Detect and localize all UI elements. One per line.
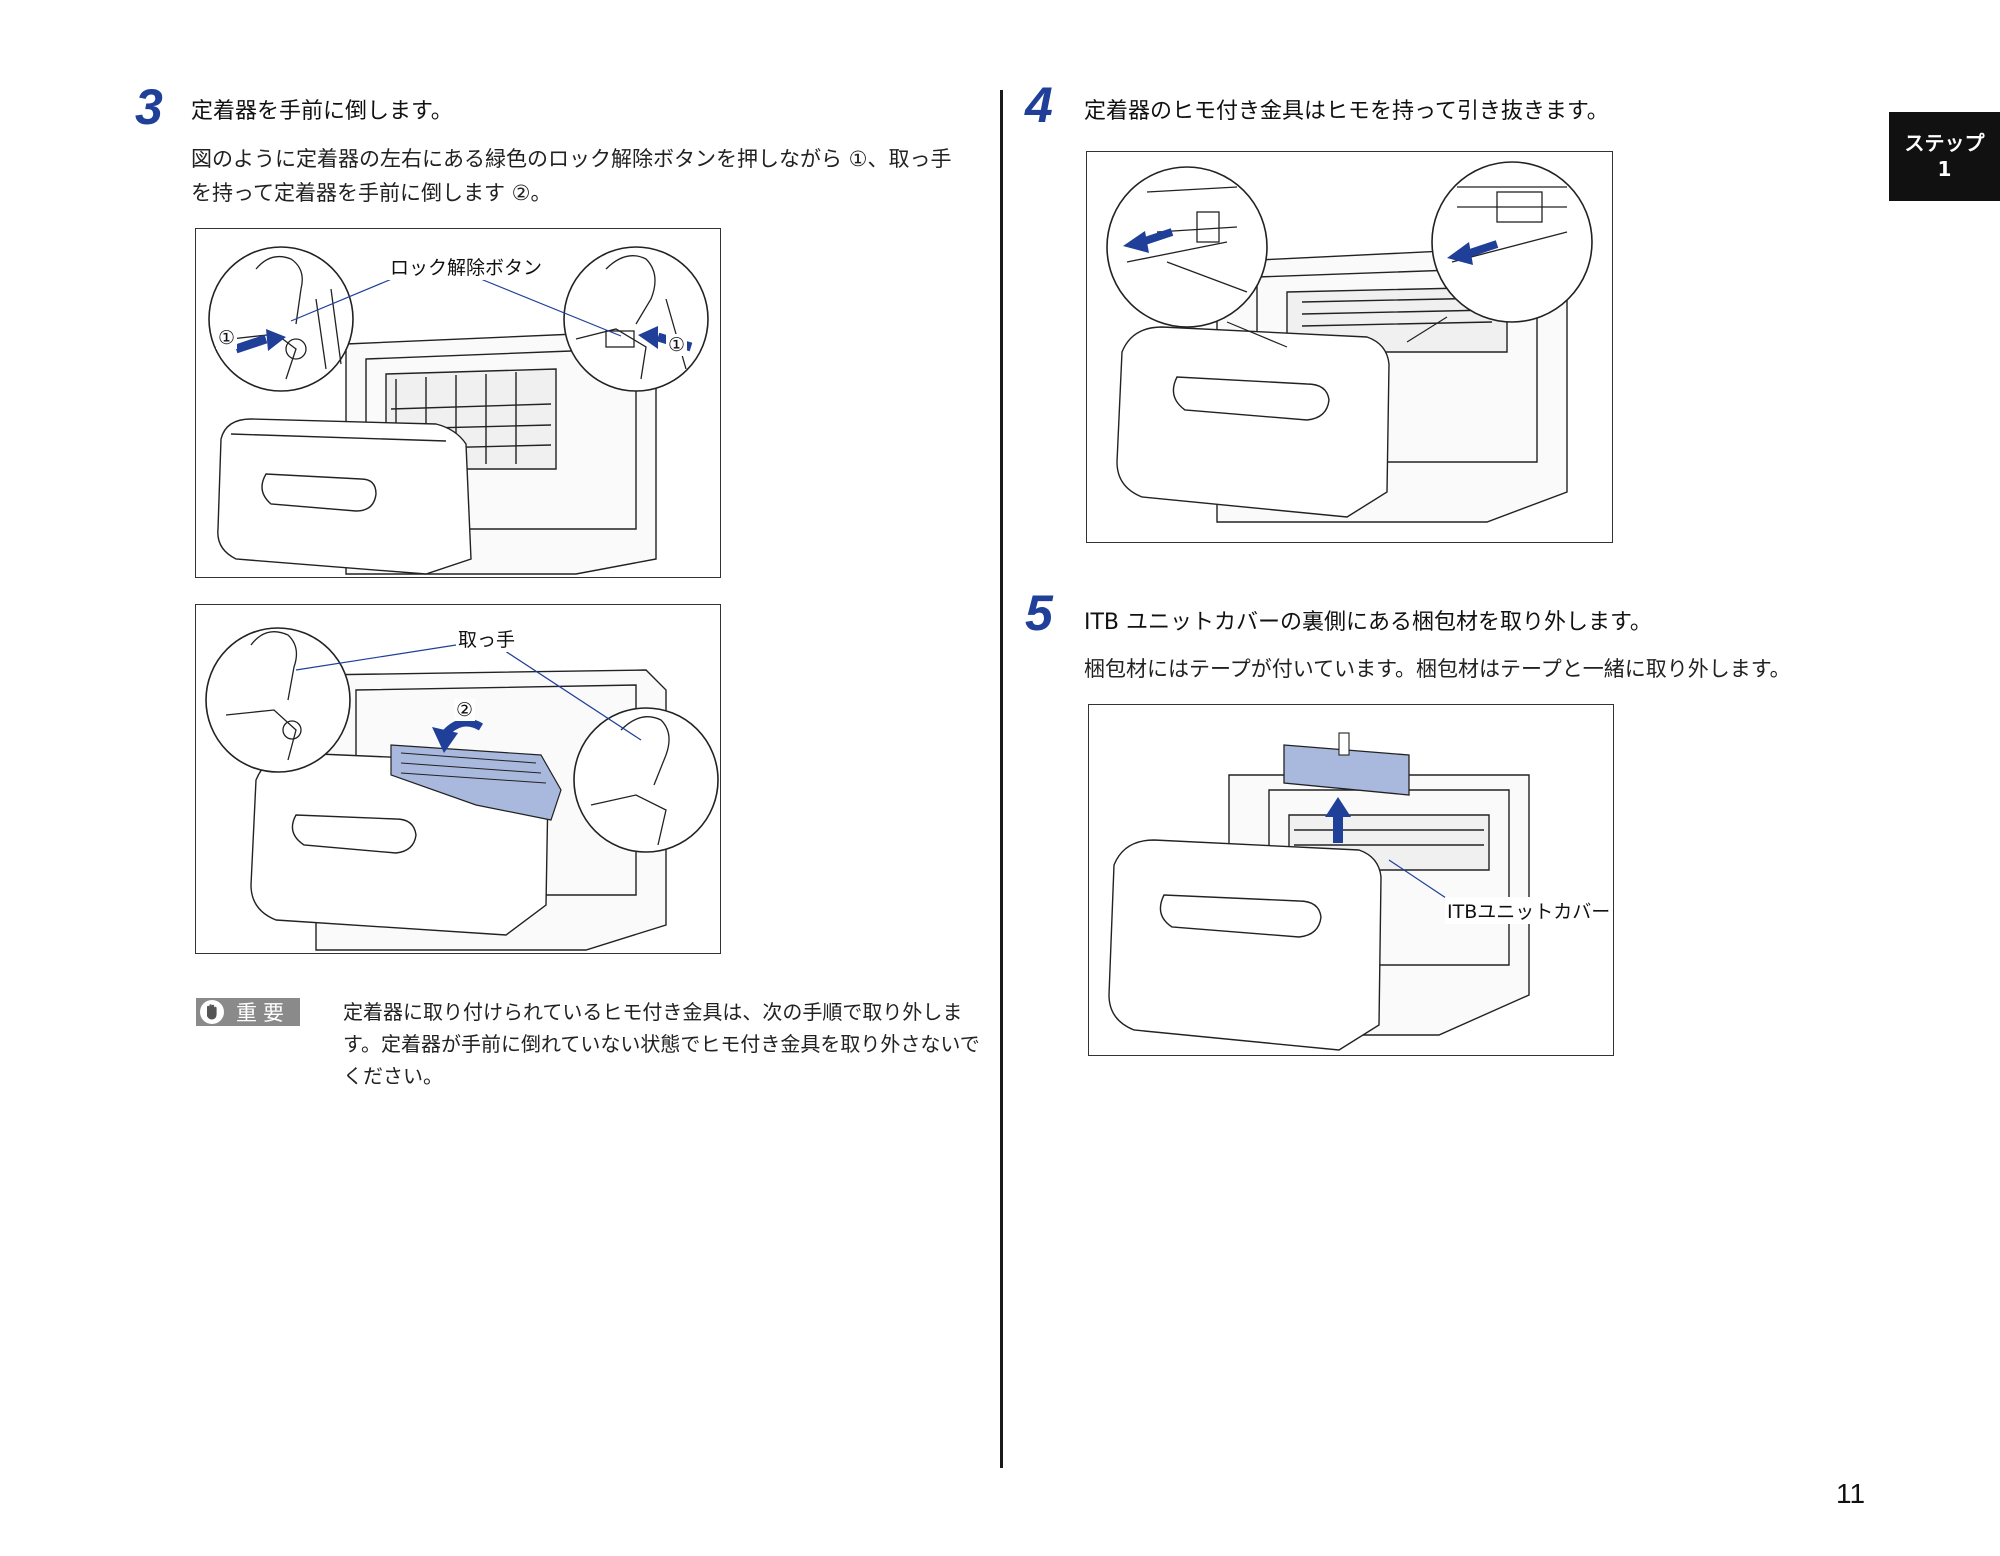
step-5-title: ITB ユニットカバーの裏側にある梱包材を取り外します。	[1084, 610, 1652, 635]
printer-illustration-2	[205, 627, 719, 951]
circle-number-1-left: ①	[216, 327, 238, 349]
itb-unit-cover-label: ITBユニットカバー	[1445, 897, 1613, 924]
step-3-line-1: 図のように定着器の左右にある緑色のロック解除ボタンを押しながら ①、取っ手	[191, 147, 952, 171]
step-tab-number: 1	[1937, 157, 1952, 181]
step-3-title: 定着器を手前に倒します。	[191, 99, 453, 124]
step-3-line-2: を持って定着器を手前に倒します ②。	[191, 181, 552, 205]
important-line-1: 定着器に取り付けられているヒモ付き金具は、次の手順で取り外しま	[343, 1000, 963, 1024]
printer-illustration-4	[1108, 732, 1530, 1051]
step-tab: ステップ 1	[1889, 112, 2000, 201]
important-line-2: す。定着器が手前に倒れていない状態でヒモ付き金具を取り外さないで	[343, 1032, 980, 1056]
figure-lock-release: ロック解除ボタン ① ①	[195, 228, 721, 578]
circle-number-1-right: ①	[666, 334, 688, 356]
important-badge: 重要	[196, 998, 300, 1026]
step-3-number: 3	[135, 79, 163, 135]
step-4-title: 定着器のヒモ付き金具はヒモを持って引き抜きます。	[1084, 99, 1609, 124]
figure-remove-packing: ITBユニットカバー	[1088, 704, 1614, 1056]
step-3-description: 図のように定着器の左右にある緑色のロック解除ボタンを押しながら ①、取っ手 を持…	[191, 142, 991, 210]
printer-illustration-3	[1106, 161, 1593, 523]
important-badge-label: 重要	[236, 1001, 290, 1025]
figure-tilt-fuser: 取っ手 ②	[195, 604, 721, 954]
important-note-text: 定着器に取り付けられているヒモ付き金具は、次の手順で取り外しま す。定着器が手前…	[343, 996, 983, 1092]
step-tab-label: ステップ	[1904, 131, 1985, 155]
hand-stop-icon	[200, 1000, 224, 1024]
step-5-number: 5	[1025, 585, 1053, 641]
step-5-description: 梱包材にはテープが付いています。梱包材はテープと一緒に取り外します。	[1084, 657, 1791, 681]
handle-label: 取っ手	[456, 625, 518, 652]
printer-illustration-1	[208, 246, 709, 575]
column-divider	[1000, 90, 1003, 1468]
important-line-3: ください。	[343, 1064, 443, 1088]
figure-pull-string-bracket	[1086, 151, 1613, 543]
lock-release-button-label: ロック解除ボタン	[388, 253, 545, 280]
step-4-number: 4	[1025, 77, 1053, 133]
page-number: 11	[1836, 1478, 1866, 1509]
circle-number-2: ②	[454, 699, 476, 721]
